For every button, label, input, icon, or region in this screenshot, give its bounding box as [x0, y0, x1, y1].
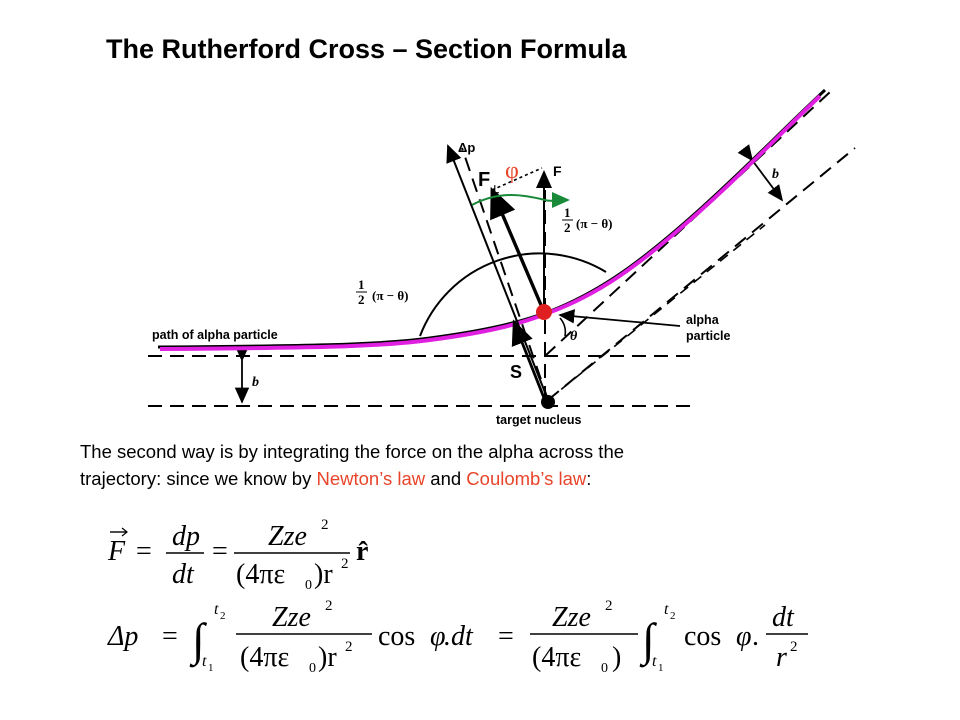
f-vector-symbol: F	[107, 536, 126, 567]
svg-text:0: 0	[309, 661, 316, 676]
svg-text:cos: cos	[684, 621, 721, 652]
svg-text:.: .	[752, 621, 759, 652]
s-label: S	[510, 362, 522, 382]
svg-text:2: 2	[345, 639, 353, 655]
svg-text:2: 2	[564, 220, 571, 235]
svg-text:dp: dp	[172, 521, 200, 552]
delta-p-label: Δp	[458, 140, 475, 155]
phi-label: φ	[505, 158, 519, 184]
svg-text:1: 1	[358, 277, 365, 292]
svg-text:2: 2	[605, 598, 613, 614]
svg-text:2: 2	[341, 556, 349, 572]
svg-text:t: t	[652, 653, 657, 670]
f-perp-label: F	[478, 169, 490, 191]
target-nucleus-dot	[541, 395, 555, 409]
svg-text:2: 2	[790, 639, 798, 655]
svg-text:t: t	[202, 653, 207, 670]
svg-text:t: t	[664, 601, 669, 618]
f-perp-subscript: ⊥	[490, 184, 500, 196]
half-pi-minus-theta-upper: 1 2 (π − θ)	[562, 205, 612, 235]
svg-text:2: 2	[670, 610, 676, 622]
svg-text:0: 0	[601, 661, 608, 676]
svg-text:∫: ∫	[189, 614, 207, 668]
svg-text:0: 0	[305, 578, 312, 593]
svg-text:2: 2	[325, 598, 333, 614]
svg-text:1: 1	[208, 662, 214, 674]
svg-text:Zze: Zze	[552, 602, 591, 633]
perpendicular-dashed-line	[547, 224, 766, 401]
svg-text:)r: )r	[318, 642, 337, 673]
b-label-upper: b	[772, 167, 779, 182]
svg-text:(4πε: (4πε	[532, 642, 581, 673]
svg-text:t: t	[214, 601, 219, 618]
svg-text:2: 2	[321, 517, 329, 533]
target-nucleus-label: target nucleus	[496, 413, 581, 427]
f-perp-arrow	[490, 186, 546, 313]
angle-arc	[419, 252, 607, 337]
svg-text:Zze: Zze	[268, 521, 307, 552]
svg-text:dt: dt	[172, 559, 195, 590]
svg-text:=: =	[136, 536, 152, 567]
svg-text:): )	[612, 642, 621, 673]
newton-law-link: Newton’s law	[316, 468, 426, 489]
svg-text:(π − θ): (π − θ)	[372, 288, 408, 303]
f-label: F	[553, 163, 562, 179]
r-hat-symbol: r̂	[356, 536, 368, 567]
delta-p-symbol: Δp	[107, 621, 138, 652]
svg-text:cos: cos	[378, 621, 415, 652]
svg-text:dt: dt	[772, 602, 795, 633]
explanation-paragraph: The second way is by integrating the for…	[80, 438, 800, 492]
half-pi-minus-theta-left: 1 2 (π − θ)	[356, 277, 408, 307]
force-equation: F = dp dt = Zze 2 (4πε 0 )r 2 r̂	[107, 517, 368, 593]
alpha-label-2: particle	[686, 329, 731, 343]
s-arrow	[511, 319, 546, 399]
symmetry-line	[461, 147, 549, 401]
alpha-pointer-arrow	[558, 309, 681, 327]
svg-text:∫: ∫	[639, 614, 657, 668]
svg-text:φ: φ	[430, 621, 446, 652]
momentum-integral-equation: Δp = ∫ t 2 t 1 Zze 2 (4πε 0 )r 2 cos φ .…	[107, 598, 808, 676]
svg-text:.dt: .dt	[444, 621, 474, 652]
svg-text:1: 1	[564, 205, 571, 220]
outgoing-parallel-line	[547, 147, 856, 401]
svg-text:(4πε: (4πε	[236, 559, 285, 590]
alpha-label-1: alpha	[686, 313, 720, 327]
paragraph-line-1: The second way is by integrating the for…	[80, 441, 625, 462]
svg-text:=: =	[162, 621, 178, 652]
svg-text:Zze: Zze	[272, 602, 311, 633]
rutherford-scattering-diagram: Δp F ⊥ F φ 1 2 (π − θ) 1 2 (π − θ) path …	[148, 88, 856, 427]
page-title: The Rutherford Cross – Section Formula	[106, 34, 627, 64]
svg-text:2: 2	[220, 610, 226, 622]
svg-text:)r: )r	[314, 559, 333, 590]
path-label: path of alpha particle	[152, 328, 278, 342]
b-label-lower: b	[252, 375, 259, 390]
svg-text:(4πε: (4πε	[240, 642, 289, 673]
coulomb-law-link: Coulomb’s law	[466, 468, 587, 489]
b-arrow-upper	[737, 144, 784, 202]
svg-text:=: =	[498, 621, 514, 652]
green-angle-arrow	[471, 192, 570, 209]
svg-text:1: 1	[658, 662, 664, 674]
svg-text:r: r	[776, 642, 787, 673]
alpha-particle-dot	[536, 304, 552, 320]
theta-label: θ	[570, 329, 578, 344]
delta-p-arrow	[446, 144, 549, 401]
svg-text:(π − θ): (π − θ)	[576, 216, 612, 231]
svg-text:2: 2	[358, 292, 365, 307]
paragraph-line-2: trajectory: since we know by Newton’s la…	[80, 468, 592, 489]
svg-text:=: =	[212, 536, 228, 567]
svg-text:φ: φ	[736, 621, 752, 652]
